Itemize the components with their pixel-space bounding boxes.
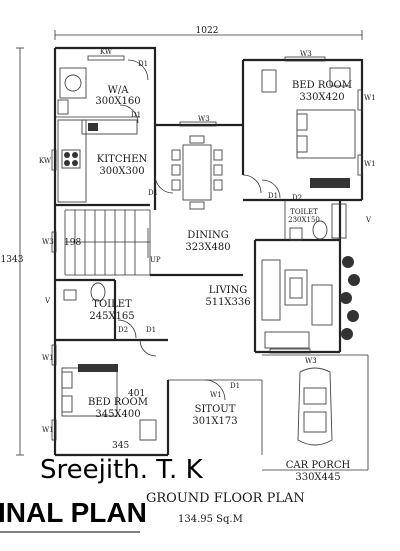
tag-v-toilet2: V <box>44 297 51 305</box>
living-furniture <box>261 259 333 349</box>
tag-w3-dining: W3 <box>198 115 210 123</box>
bedroom2-furniture <box>61 364 157 441</box>
author-name: Sreejith. T. K <box>40 455 204 485</box>
bottom-width-dim: 345 <box>112 441 129 451</box>
carporch-size: 330X445 <box>295 472 340 483</box>
tag-v-toilet1: V <box>365 216 372 224</box>
bedroom-offset-dim: 401 <box>128 389 145 399</box>
bedroom1-name: BED ROOM <box>292 80 352 91</box>
bedroom1-size: 330X420 <box>299 92 344 103</box>
kitchen-name: KITCHEN <box>97 154 148 165</box>
wa-name: W/A <box>108 85 130 96</box>
dining-size: 323X480 <box>185 242 230 253</box>
planter <box>340 256 360 340</box>
captions: Sreejith. T. K GROUND FLOOR PLAN 134.95 … <box>0 455 305 533</box>
bedroom2-size: 345X400 <box>95 409 140 420</box>
tag-w1-bed2-b: W1 <box>42 426 54 434</box>
tag-kw-left: KW <box>39 157 52 165</box>
tag-d2-bed: D2 <box>292 194 302 202</box>
tag-d-sitout: D1 <box>230 382 240 390</box>
walls <box>53 46 369 471</box>
tag-d1-bed2: D1 <box>146 326 156 334</box>
left-dimension: 1343 <box>1 47 24 456</box>
tag-up: UP <box>150 256 161 264</box>
tag-w3-living: W3 <box>305 357 317 365</box>
stair-width-dim: 198 <box>64 238 81 248</box>
toilet2-name: TOILET <box>92 299 132 310</box>
tag-d1-wa: D1 <box>138 60 148 68</box>
top-dimension: 1022 <box>54 26 363 40</box>
living-size: 511X336 <box>205 297 250 308</box>
toilet2-size: 245X165 <box>89 311 134 322</box>
tag-kw-top: KW <box>100 48 113 56</box>
tag-d1-kitchen: D1 <box>131 111 141 119</box>
opening-tags: KW KW D1 D1 W3 D1 W3 W1 W1 D1 D2 V W3 19… <box>39 48 376 451</box>
tag-w1-bed-a: W1 <box>364 94 376 102</box>
carporch-name: CAR PORCH <box>286 460 351 471</box>
bedroom2-name: BED ROOM <box>88 397 148 408</box>
car-icon <box>297 367 333 446</box>
windows <box>51 55 363 441</box>
room-labels: W/A 300X160 KITCHEN 300X300 DINING 323X4… <box>88 80 352 483</box>
toilet1-size: 230X150 <box>288 216 320 224</box>
overall-height-label: 1343 <box>1 255 24 265</box>
sitout-name: SITOUT <box>195 404 236 415</box>
toilet1-fixtures <box>289 203 347 241</box>
kitchen-fixtures <box>57 119 138 203</box>
tag-w3-bed: W3 <box>300 50 312 58</box>
tag-w1-sitout: W1 <box>210 391 222 399</box>
dining-table <box>171 135 223 210</box>
toilet1-name: TOILET <box>290 208 318 216</box>
living-name: LIVING <box>209 285 248 296</box>
doors <box>117 59 281 401</box>
toilet2-fixtures <box>63 282 106 302</box>
bedroom1-furniture <box>261 67 356 188</box>
dining-name: DINING <box>187 230 228 241</box>
tag-d1-bed: D1 <box>268 192 278 200</box>
overall-width-label: 1022 <box>196 26 219 36</box>
wa-fixtures <box>57 67 87 115</box>
tag-d1-dining: D1 <box>148 189 158 197</box>
plan-title: GROUND FLOOR PLAN <box>146 491 305 506</box>
tag-w1-bed2-a: W1 <box>42 354 54 362</box>
tag-w3-stair: W3 <box>42 238 54 246</box>
plan-area: 134.95 Sq.M <box>178 514 243 525</box>
sitout-size: 301X173 <box>192 416 237 427</box>
staircase <box>65 210 150 275</box>
wa-size: 300X160 <box>95 96 140 107</box>
final-plan-label: INAL PLAN <box>0 497 147 528</box>
kitchen-size: 300X300 <box>99 166 144 177</box>
tag-w1-bed-b: W1 <box>364 160 376 168</box>
tag-d2-toilet: D2 <box>118 326 128 334</box>
